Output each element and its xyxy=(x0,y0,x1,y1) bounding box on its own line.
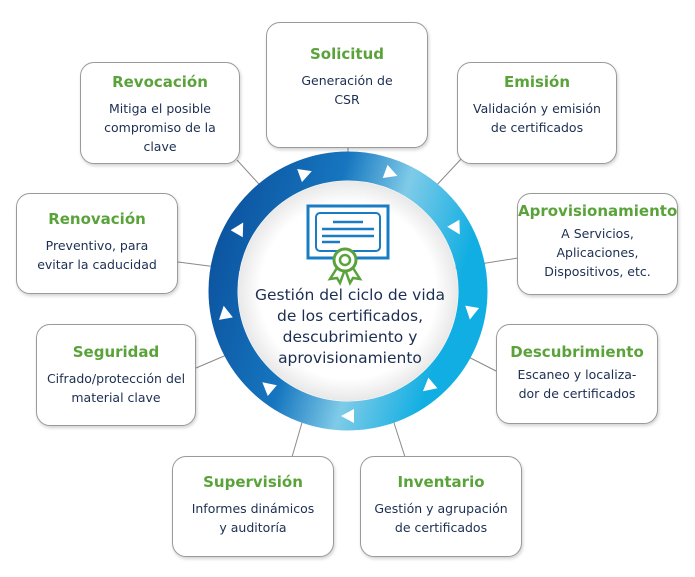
stage-title: Solicitud xyxy=(309,45,384,63)
stage-description: Gestión y agrupación de certificados xyxy=(374,501,508,535)
stage-supervision: Supervisión Informes dinámicos y auditor… xyxy=(172,456,334,557)
stage-descubrimiento: Descubrimiento Escaneo y localiza- dor d… xyxy=(496,324,658,424)
stage-description: Preventivo, para evitar la caducidad xyxy=(37,238,157,272)
ring-arrow-icon xyxy=(230,222,244,238)
stage-solicitud: Solicitud Generación de CSR xyxy=(266,22,428,148)
stage-description: Escaneo y localiza- dor de certificados xyxy=(517,367,637,401)
stage-title: Inventario xyxy=(397,473,485,491)
center-title: Gestión del ciclo de vida de los certifi… xyxy=(254,286,446,367)
center-disc xyxy=(238,181,458,401)
stage-title: Seguridad xyxy=(72,343,160,361)
ring-arrow-icon xyxy=(219,305,233,320)
stage-title: Revocación xyxy=(112,73,208,91)
ring-arrow-icon xyxy=(262,382,277,397)
stage-aprovisionamiento: Aprovisionamiento A Servicios, Aplicacio… xyxy=(517,193,678,295)
stage-description: A Servicios, Aplicaciones, Dispositivos,… xyxy=(544,226,651,279)
ring-arrow-icon xyxy=(297,168,312,183)
ring-arrows xyxy=(219,164,480,423)
stage-renovacion: Renovación Preventivo, para evitar la ca… xyxy=(16,193,178,294)
ring-arrow-icon xyxy=(341,409,354,423)
stage-title: Aprovisionamiento xyxy=(518,202,678,220)
stage-description: Cifrado/protección del material clave xyxy=(46,371,186,405)
stage-emision: Emisión Validación y emisión de certific… xyxy=(457,62,617,164)
stage-title: Emisión xyxy=(503,73,571,91)
stage-inventario: Inventario Gestión y agrupación de certi… xyxy=(360,456,522,557)
stage-revocacion: Revocación Mitiga el posible compromiso … xyxy=(80,62,240,164)
stage-title: Supervisión xyxy=(203,473,303,491)
stage-title: Descubrimiento xyxy=(510,343,644,361)
stage-seguridad: Seguridad Cifrado/protección del materia… xyxy=(36,324,196,426)
stage-description: Validación y emisión de certificados xyxy=(473,101,601,135)
stage-title: Renovación xyxy=(48,210,146,228)
certificate-icon xyxy=(306,204,390,286)
ring-arrow-icon xyxy=(447,219,460,235)
stage-description: Generación de CSR xyxy=(301,73,393,107)
stage-description: Mitiga el posible compromiso de la clave xyxy=(104,101,216,154)
stage-description: Informes dinámicos y auditoría xyxy=(191,501,315,535)
ring-arrow-icon xyxy=(382,164,398,179)
ring-arrow-icon xyxy=(422,377,438,392)
ring-arrow-icon xyxy=(465,305,480,320)
